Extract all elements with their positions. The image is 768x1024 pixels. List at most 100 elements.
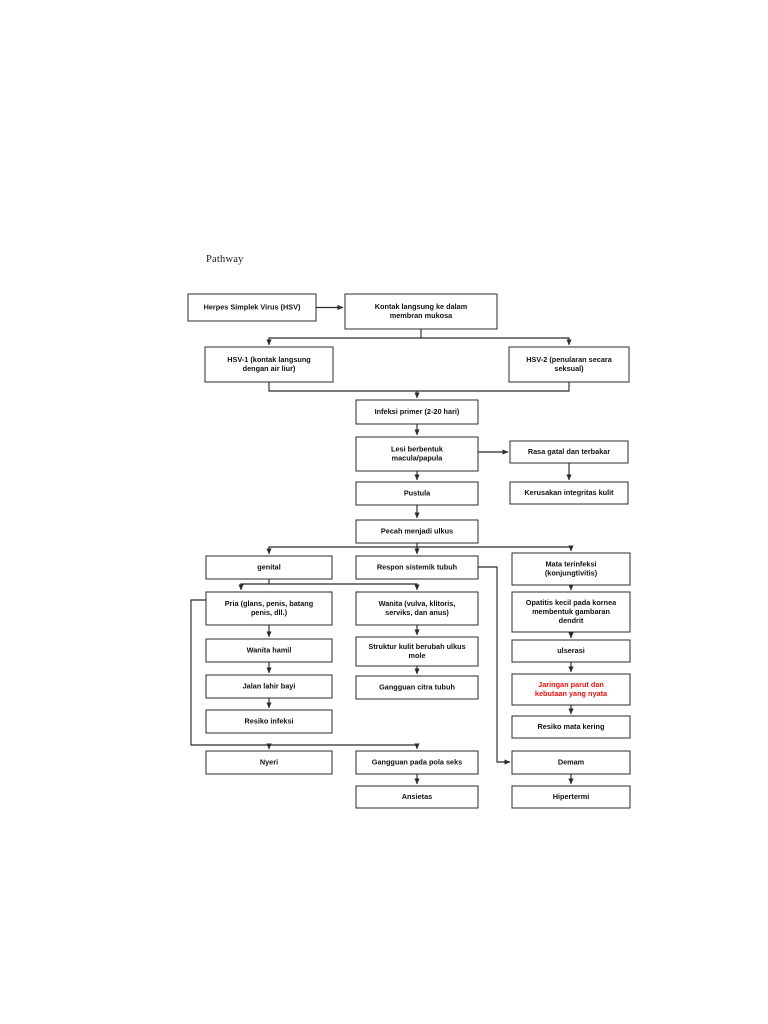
flow-node-pecah: Pecah menjadi ulkus [355, 519, 479, 544]
flow-node-box [509, 481, 629, 505]
flow-node-box [205, 591, 333, 626]
flow-node-box [187, 293, 317, 322]
flow-node-jalan: Jalan lahir bayi [205, 674, 333, 699]
flow-node-label: genital [257, 562, 281, 571]
flow-node-box [511, 715, 631, 739]
edge-left-margin-to-pola-seks [269, 743, 420, 750]
flow-node-hsv: Herpes Simplek Virus (HSV) [187, 293, 317, 322]
flow-node-label: Infeksi primer (2-20 hari) [375, 407, 460, 416]
flow-node-box [511, 591, 631, 633]
flow-node-box [511, 750, 631, 775]
flow-node-rasa: Rasa gatal dan terbakar [509, 440, 629, 464]
node-layer: Herpes Simplek Virus (HSV) Kontak langsun… [187, 293, 631, 809]
flow-node-box [204, 346, 334, 383]
flow-node-box [355, 636, 479, 667]
flow-node-label: Wanita hamil [247, 645, 292, 654]
edge-hsv1-merge [268, 382, 420, 399]
flow-node-box [355, 750, 479, 775]
flow-node-resiko_infeksi: Resiko infeksi [205, 709, 333, 734]
flow-node-label: Gangguan pada pola seks [372, 757, 462, 766]
flow-node-respon: Respon sistemik tubuh [355, 555, 479, 580]
flow-node-hipertermi: Hipertermi [511, 785, 631, 809]
flow-node-box [205, 555, 333, 580]
flow-node-label: Resiko mata kering [538, 722, 605, 731]
flow-node-box [511, 552, 631, 586]
flow-node-box [509, 440, 629, 464]
flow-node-label: Demam [558, 757, 585, 766]
edge-kontak-bus-right [421, 337, 572, 346]
flow-node-box [205, 638, 333, 663]
flow-node-wanita: Wanita (vulva, klitoris,serviks, dan anu… [355, 591, 479, 626]
flow-node-label: Herpes Simplek Virus (HSV) [204, 302, 301, 311]
flow-node-box [508, 346, 630, 383]
flow-node-box [355, 436, 479, 472]
flow-node-infeksi: Infeksi primer (2-20 hari) [355, 399, 479, 425]
flow-node-demam: Demam [511, 750, 631, 775]
edge-genital-bus-left [238, 579, 270, 591]
flow-node-box [355, 675, 479, 700]
flow-node-mata: Mata terinfeksi(konjungtivitis) [511, 552, 631, 586]
flow-node-label: Hipertermi [553, 792, 590, 801]
flow-node-box [355, 481, 479, 506]
flow-node-hamil: Wanita hamil [205, 638, 333, 663]
flow-node-label: Kerusakan integritas kulit [524, 488, 614, 497]
flow-node-box [355, 519, 479, 544]
flow-node-label: Pecah menjadi ulkus [381, 526, 453, 535]
flow-node-nyeri: Nyeri [205, 750, 333, 775]
flow-node-label: Rasa gatal dan terbakar [528, 447, 610, 456]
flow-node-label: Nyeri [260, 757, 278, 766]
flow-node-box [511, 639, 631, 663]
flow-node-citra: Gangguan citra tubuh [355, 675, 479, 700]
flow-node-pustula: Pustula [355, 481, 479, 506]
flow-node-label: Wanita (vulva, klitoris,serviks, dan anu… [379, 599, 456, 617]
flow-node-label: Gangguan citra tubuh [379, 682, 455, 691]
flow-node-kerusakan: Kerusakan integritas kulit [509, 481, 629, 505]
flow-node-box [355, 555, 479, 580]
edge-respon-to-demam [478, 566, 511, 765]
edge-hsv2-merge [417, 382, 570, 392]
flow-node-box [205, 709, 333, 734]
flow-node-ansietas: Ansietas [355, 785, 479, 809]
connector-layer [190, 304, 574, 785]
flow-node-mata_kering: Resiko mata kering [511, 715, 631, 739]
page-title: Pathway [206, 254, 244, 265]
flow-node-label: Jalan lahir bayi [243, 681, 296, 690]
flow-node-label: Pustula [404, 488, 431, 497]
edge-pria-left-margin [190, 599, 272, 750]
flow-node-box [344, 293, 498, 330]
flow-node-box [355, 399, 479, 425]
flow-node-label: ulserasi [557, 646, 585, 655]
flow-node-box [511, 673, 631, 706]
flow-node-label: Respon sistemik tubuh [377, 562, 457, 571]
flow-node-genital: genital [205, 555, 333, 580]
edge-pecah-bus-right [417, 545, 574, 552]
flow-node-label: Ansietas [402, 792, 432, 801]
edge-genital-bus-right [269, 583, 420, 591]
flow-node-label: Resiko infeksi [244, 716, 293, 725]
edge-kontak-bus [266, 329, 422, 346]
flow-node-box [205, 750, 333, 775]
flow-node-pola_seks: Gangguan pada pola seks [355, 750, 479, 775]
edge-pecah-bus-left [266, 543, 418, 555]
flow-node-ulserasi: ulserasi [511, 639, 631, 663]
flow-node-box [511, 785, 631, 809]
flow-node-box [355, 785, 479, 809]
